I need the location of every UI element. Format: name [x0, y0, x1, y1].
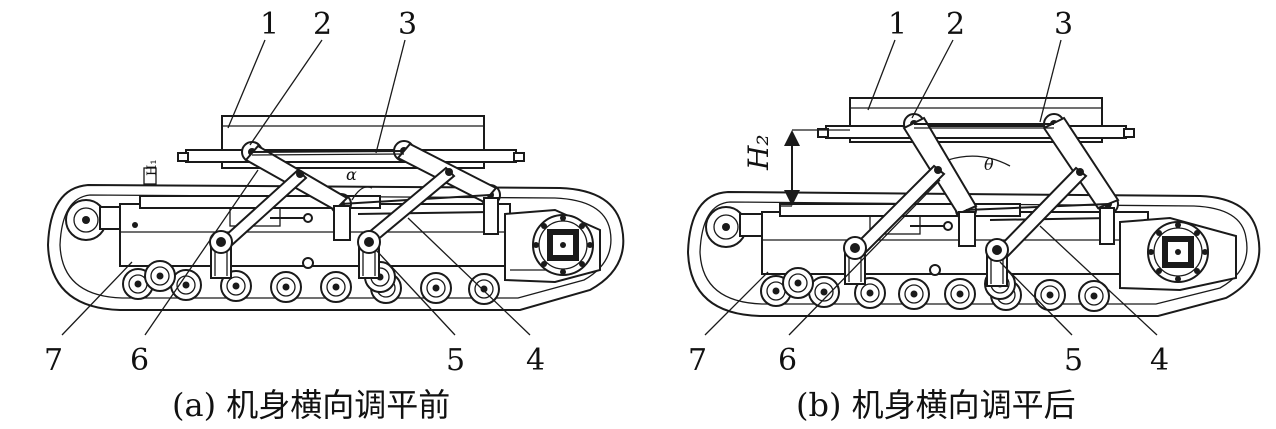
- drive-sprocket-b: [1147, 221, 1209, 283]
- part-label-1-b: 1: [888, 7, 907, 42]
- panel-a-drawing: H₁ α: [44, 7, 625, 424]
- leader-lines-b: [704, 39, 1158, 336]
- part-label-3-a: 3: [398, 7, 417, 42]
- part-label-3-b: 3: [1054, 7, 1073, 42]
- height-annotation-a: H₁: [145, 159, 160, 176]
- support-bracket-b-left: [843, 236, 867, 285]
- height-annotation-b: H₂: [742, 134, 775, 171]
- chassis-frame-b: [761, 211, 1149, 275]
- support-bracket-a-right: [357, 230, 381, 279]
- part-label-5-a: 5: [446, 343, 465, 378]
- track-belt-b: [686, 190, 1261, 317]
- panel-b-drawing: H₂ θ: [686, 7, 1261, 424]
- support-bracket-b-right: [985, 238, 1009, 287]
- part-label-4-a: 4: [526, 343, 545, 378]
- caption-b: (b) 机身横向调平后: [796, 386, 1076, 424]
- drive-sprocket-a: [532, 214, 594, 276]
- part-label-1-a: 1: [260, 7, 279, 42]
- track-belt-a: [46, 183, 625, 311]
- part-label-2-a: 2: [313, 7, 332, 42]
- height-dimension-b: [780, 129, 850, 207]
- part-label-7-b: 7: [688, 343, 707, 378]
- part-label-6-a: 6: [130, 343, 149, 378]
- part-label-7-a: 7: [44, 343, 63, 378]
- angle-annotation-b: θ: [984, 155, 994, 174]
- part-label-5-b: 5: [1064, 343, 1083, 378]
- chassis-frame-a: [119, 203, 511, 267]
- leader-lines-a: [61, 39, 531, 336]
- caption-a: (a) 机身横向调平前: [172, 386, 450, 424]
- angle-annotation-a: α: [346, 165, 357, 184]
- part-label-4-b: 4: [1150, 343, 1169, 378]
- support-bracket-a-left: [209, 230, 233, 279]
- part-label-6-b: 6: [778, 343, 797, 378]
- hydraulic-cylinders-a: [212, 166, 456, 256]
- linkage-arms-b: [902, 116, 1120, 221]
- part-label-2-b: 2: [946, 7, 965, 42]
